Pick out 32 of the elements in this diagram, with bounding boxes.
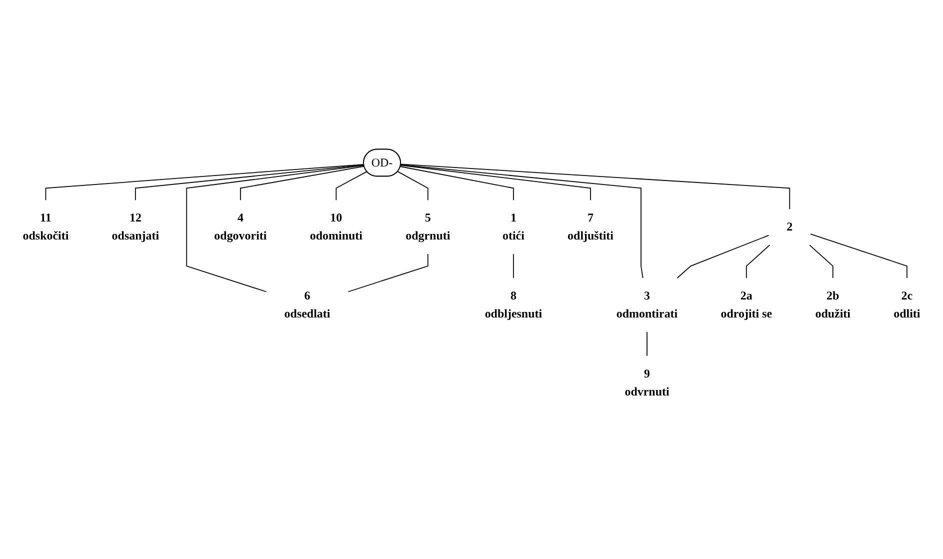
connector	[810, 234, 908, 278]
node-text: 2c odliti	[894, 289, 920, 321]
node-text: 2	[786, 220, 793, 234]
connector	[809, 244, 834, 278]
connector	[240, 166, 365, 201]
node-text: 6 odsedlati	[284, 289, 330, 321]
connector	[646, 331, 648, 356]
node-text: 7 odljuštiti	[568, 212, 614, 243]
connector	[348, 254, 428, 292]
connector	[336, 171, 368, 201]
node-text: 12 odsanjati	[112, 212, 160, 243]
node-text: 4 odgovoriti	[214, 212, 267, 243]
connector	[746, 244, 770, 278]
connector	[135, 164, 364, 201]
node-text: 10 odominuti	[310, 212, 362, 243]
connector	[400, 164, 591, 201]
node-text: 5 odgrnuti	[406, 212, 450, 243]
node-text: 1 otići	[502, 212, 524, 243]
connector	[397, 171, 428, 201]
node-text: 9 odvrnuti	[624, 367, 670, 398]
connector	[400, 164, 790, 210]
connector	[400, 166, 514, 201]
connector	[513, 254, 514, 278]
connector	[45, 164, 364, 201]
connector	[186, 164, 364, 292]
node-text: 11 odskočiti	[22, 212, 69, 243]
connector	[400, 164, 644, 278]
node-text: 8 odbljesnuti	[484, 289, 542, 321]
node-text: 3 odmontirati	[616, 289, 678, 321]
node-text: 2b odužiti	[815, 289, 850, 321]
connector	[676, 234, 770, 278]
node-text: 2a odrojiti se	[720, 289, 772, 321]
